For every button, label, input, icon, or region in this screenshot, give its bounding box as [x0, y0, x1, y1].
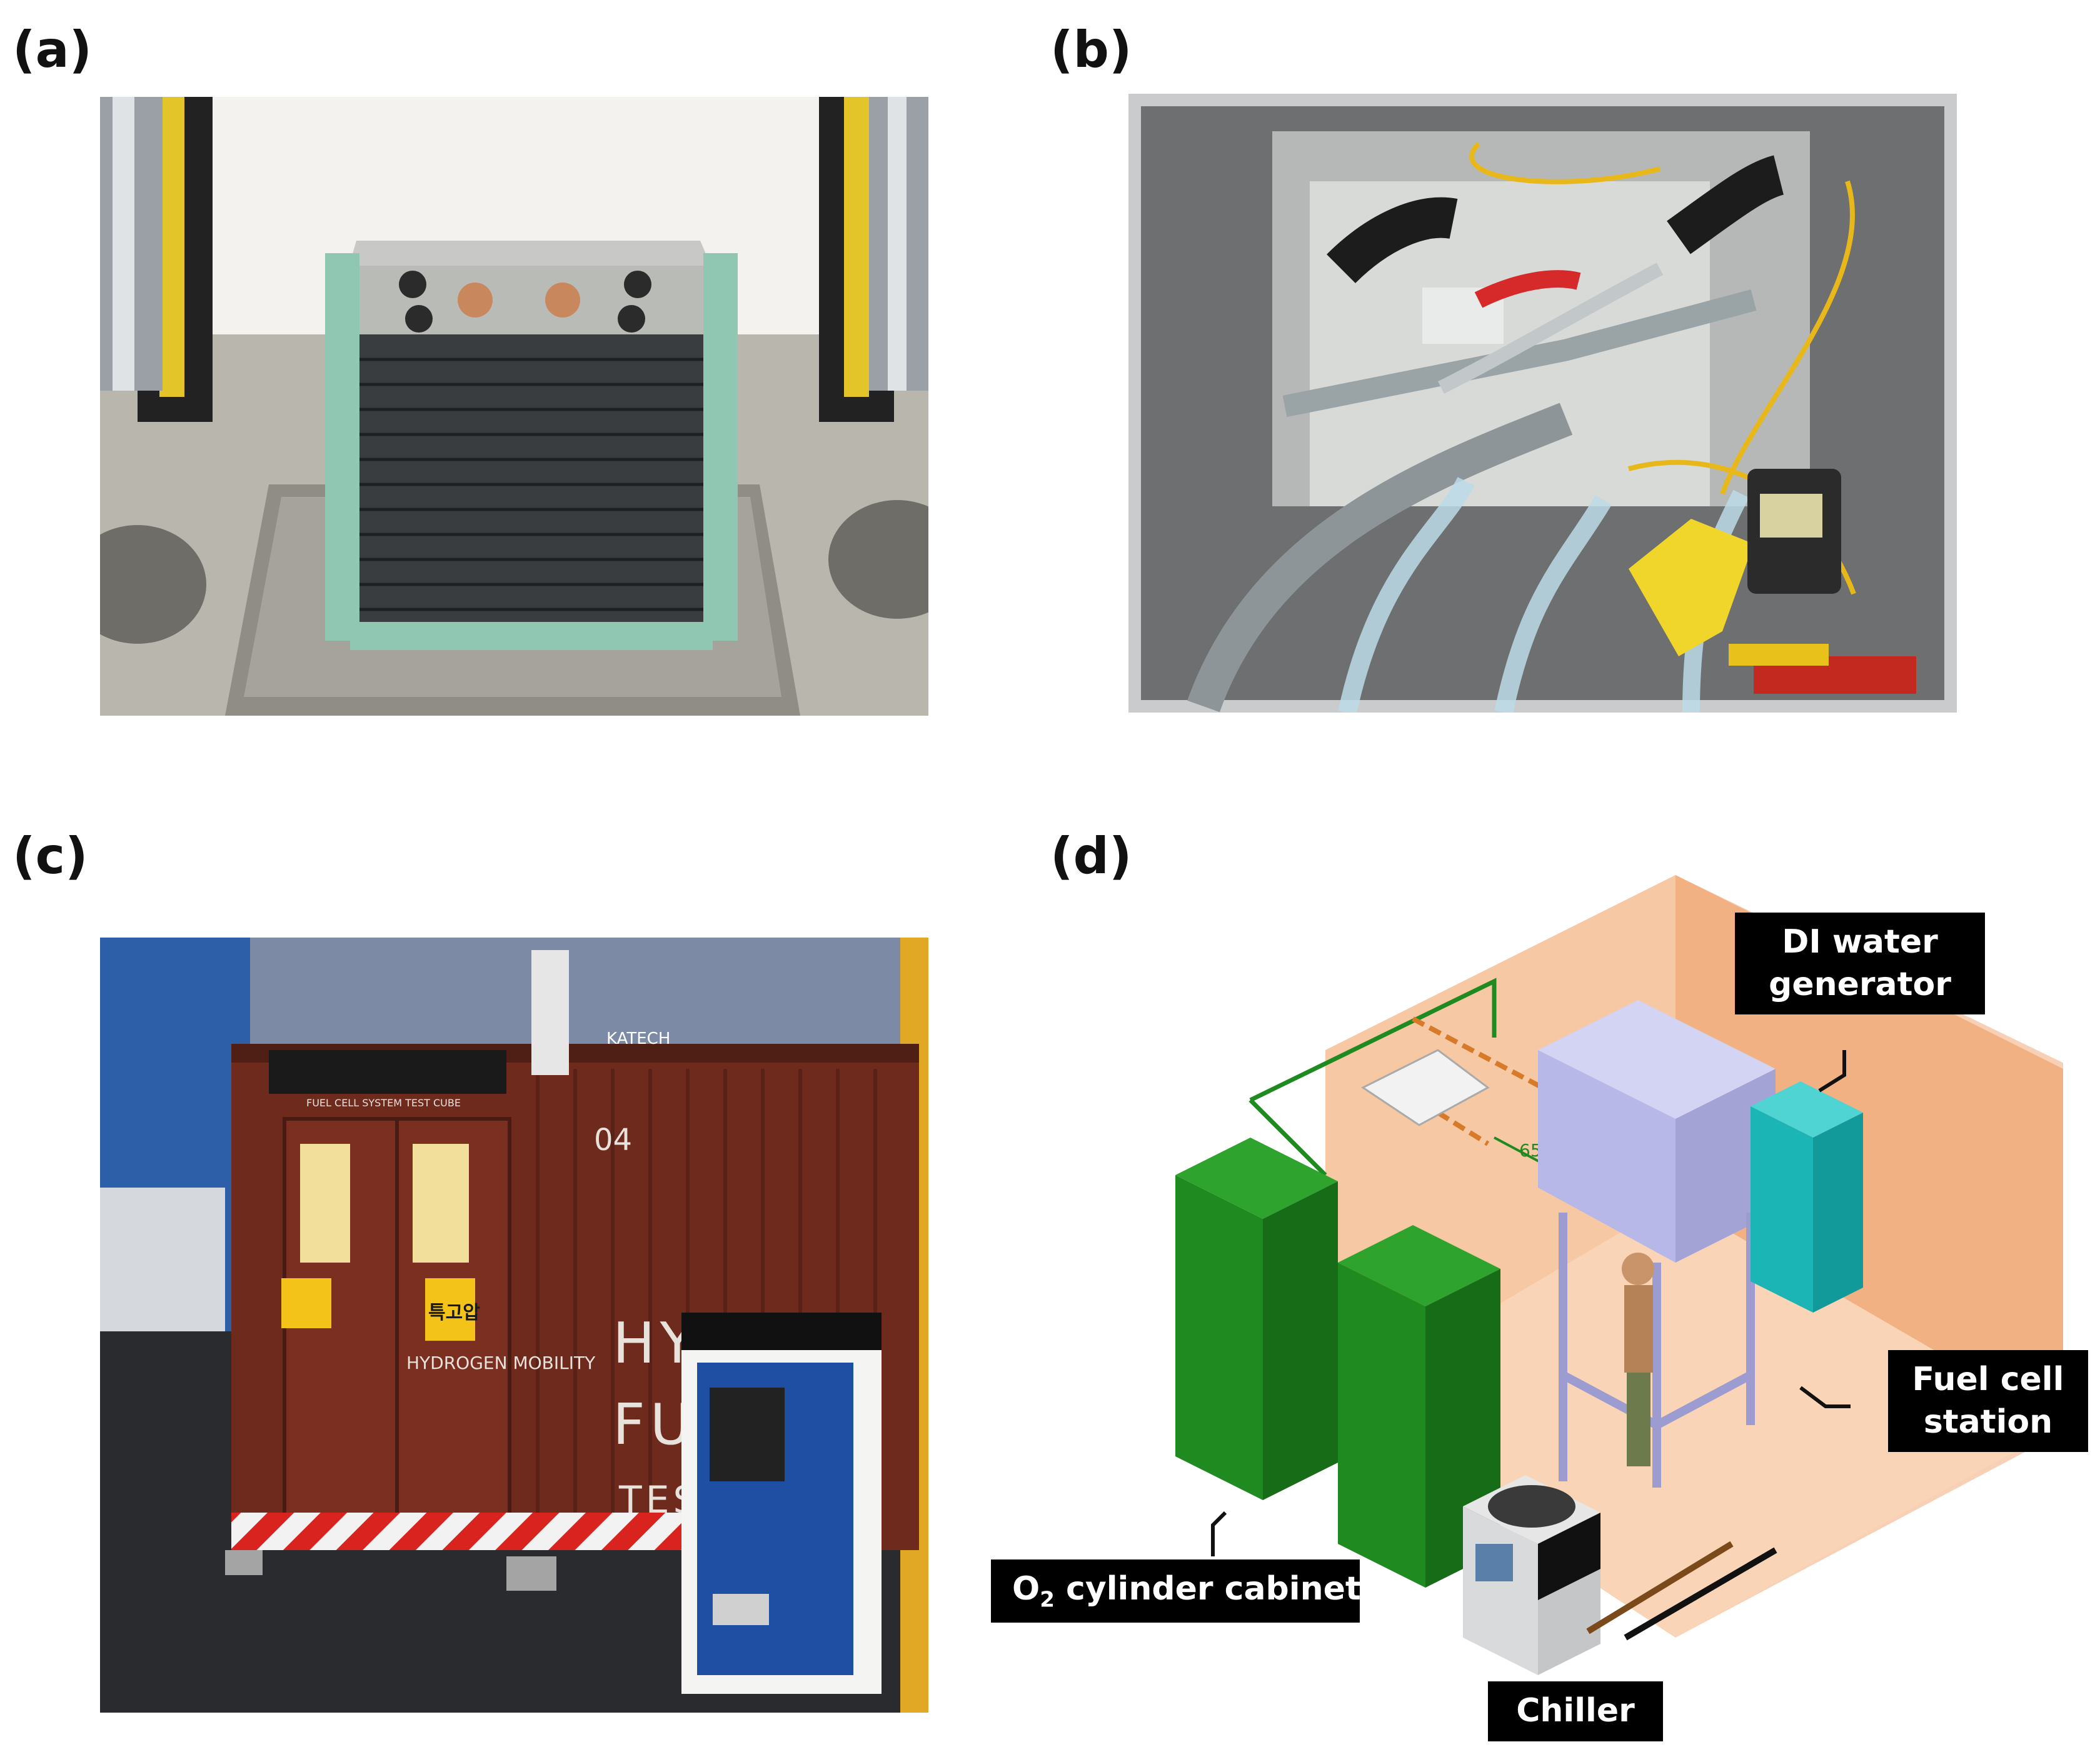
o2-subscript: 2 — [1040, 1587, 1055, 1613]
container-number-text: 04 — [594, 1123, 632, 1158]
fuel-cell-line-2: station — [1923, 1403, 2053, 1441]
panel-label-c: (c) — [13, 827, 88, 885]
o2-prefix: O — [1012, 1570, 1040, 1608]
test-station-interior-photo — [1128, 94, 1957, 713]
o2-suffix: cylinder cabinet — [1054, 1570, 1361, 1608]
panel-label-a: (a) — [13, 21, 93, 79]
panel-label-b: (b) — [1050, 21, 1132, 79]
test-container-photo: 04 HYDROG FUEL TEST KATECH FUEL CELL SYS… — [100, 938, 928, 1713]
container-warning-text: 특고압 — [428, 1302, 480, 1324]
di-water-line-1: DI water — [1782, 923, 1938, 961]
container-mobility-text: HYDROGEN MOBILITY — [406, 1353, 596, 1373]
container-katech-text: KATECH — [606, 1029, 670, 1048]
fuel-cell-line-1: Fuel cell — [1912, 1361, 2064, 1398]
fuel-cell-stack-photo — [100, 97, 928, 716]
fuel-cell-station-callout: Fuel cell station — [1888, 1350, 2088, 1453]
container-panel-title: FUEL CELL SYSTEM TEST CUBE — [306, 1097, 461, 1109]
facility-schematic: 650 — [1088, 863, 2063, 1738]
panel-label-d: (d) — [1050, 827, 1132, 885]
o2-cylinder-cabinet-callout: O2 cylinder cabinet — [991, 1559, 1361, 1623]
chiller-label: Chiller — [1516, 1692, 1635, 1729]
di-water-line-2: generator — [1769, 965, 1951, 1003]
di-water-generator-callout: DI water generator — [1735, 913, 1985, 1015]
chiller-callout: Chiller — [1488, 1681, 1663, 1741]
